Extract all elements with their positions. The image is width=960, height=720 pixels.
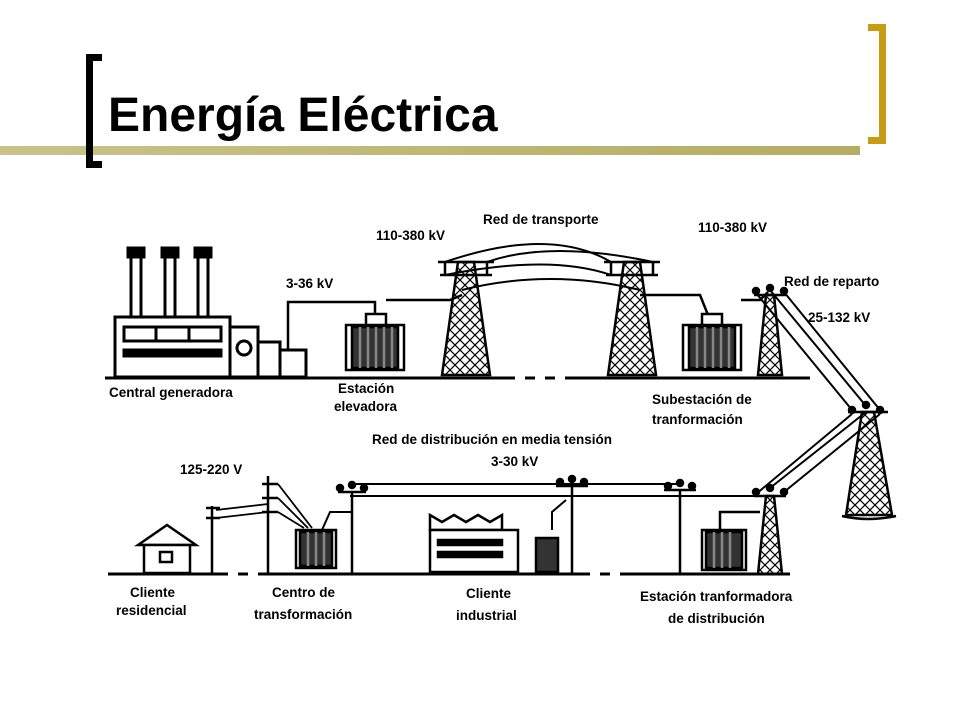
label-subestacion-1: Subestación de xyxy=(652,392,752,407)
step-up-transformer-icon xyxy=(344,312,406,372)
label-voltage-distribucion: 3-30 kV xyxy=(491,454,538,469)
transmission-lines xyxy=(444,243,654,291)
label-cliente-industrial-1: Cliente xyxy=(466,586,512,601)
right-bracket-decoration xyxy=(868,24,886,144)
distribution-transformer-icon xyxy=(700,528,748,572)
label-voltage-reparto: 25-132 kV xyxy=(808,310,870,325)
label-voltage-transport-right: 110-380 kV xyxy=(698,220,767,235)
label-cliente-residencial-1: Cliente xyxy=(130,585,176,600)
reparto-tower-icon xyxy=(841,400,897,521)
pole-center-icon xyxy=(335,480,369,574)
label-cliente-industrial-2: industrial xyxy=(456,608,517,623)
lv-pole-icon xyxy=(262,476,278,574)
label-voltage-generation: 3-36 kV xyxy=(286,276,333,291)
label-centro-2: transformación xyxy=(254,607,352,622)
dist-station-line xyxy=(718,510,760,530)
title-underline xyxy=(0,146,860,155)
label-voltage-cliente: 125-220 V xyxy=(180,462,242,477)
residential-pole-icon xyxy=(206,506,220,574)
step-up-line xyxy=(386,293,463,302)
house-icon xyxy=(133,523,201,575)
distribution-pole-icon xyxy=(751,483,789,576)
pole-right-icon xyxy=(663,478,697,574)
industrial-feed xyxy=(551,499,567,530)
transmission-tower-right-icon xyxy=(604,260,660,377)
power-plant-icon xyxy=(113,246,308,379)
mv-distribution-line xyxy=(350,483,770,497)
label-red-reparto: Red de reparto xyxy=(784,274,879,289)
center-feed xyxy=(321,511,352,531)
center-transformer-icon xyxy=(294,528,338,570)
industrial-building-icon xyxy=(428,512,560,574)
substation-transformer-icon xyxy=(681,312,743,372)
label-red-distribucion: Red de distribución en media tensión xyxy=(372,432,612,447)
label-central-generadora: Central generadora xyxy=(109,385,233,400)
lv-lines xyxy=(215,483,313,529)
label-subestacion-2: tranformación xyxy=(652,412,743,427)
transmission-tower-left-icon xyxy=(438,260,494,377)
label-estacion-distribucion-1: Estación tranformadora xyxy=(640,589,793,604)
label-voltage-transport-left: 110-380 kV xyxy=(376,228,445,243)
reparto-lines xyxy=(755,289,881,495)
label-estacion-2: elevadora xyxy=(334,399,398,414)
left-bracket-decoration xyxy=(86,54,102,168)
pole-industrial-icon xyxy=(555,474,589,574)
label-red-transporte: Red de transporte xyxy=(483,212,599,227)
label-estacion-distribucion-2: de distribución xyxy=(668,611,765,626)
label-centro-1: Centro de xyxy=(272,585,335,600)
slide-title: Energía Eléctrica xyxy=(108,89,498,142)
label-cliente-residencial-2: residencial xyxy=(116,603,187,618)
label-estacion-1: Estación xyxy=(338,381,394,396)
reparto-pole-icon xyxy=(751,283,789,377)
